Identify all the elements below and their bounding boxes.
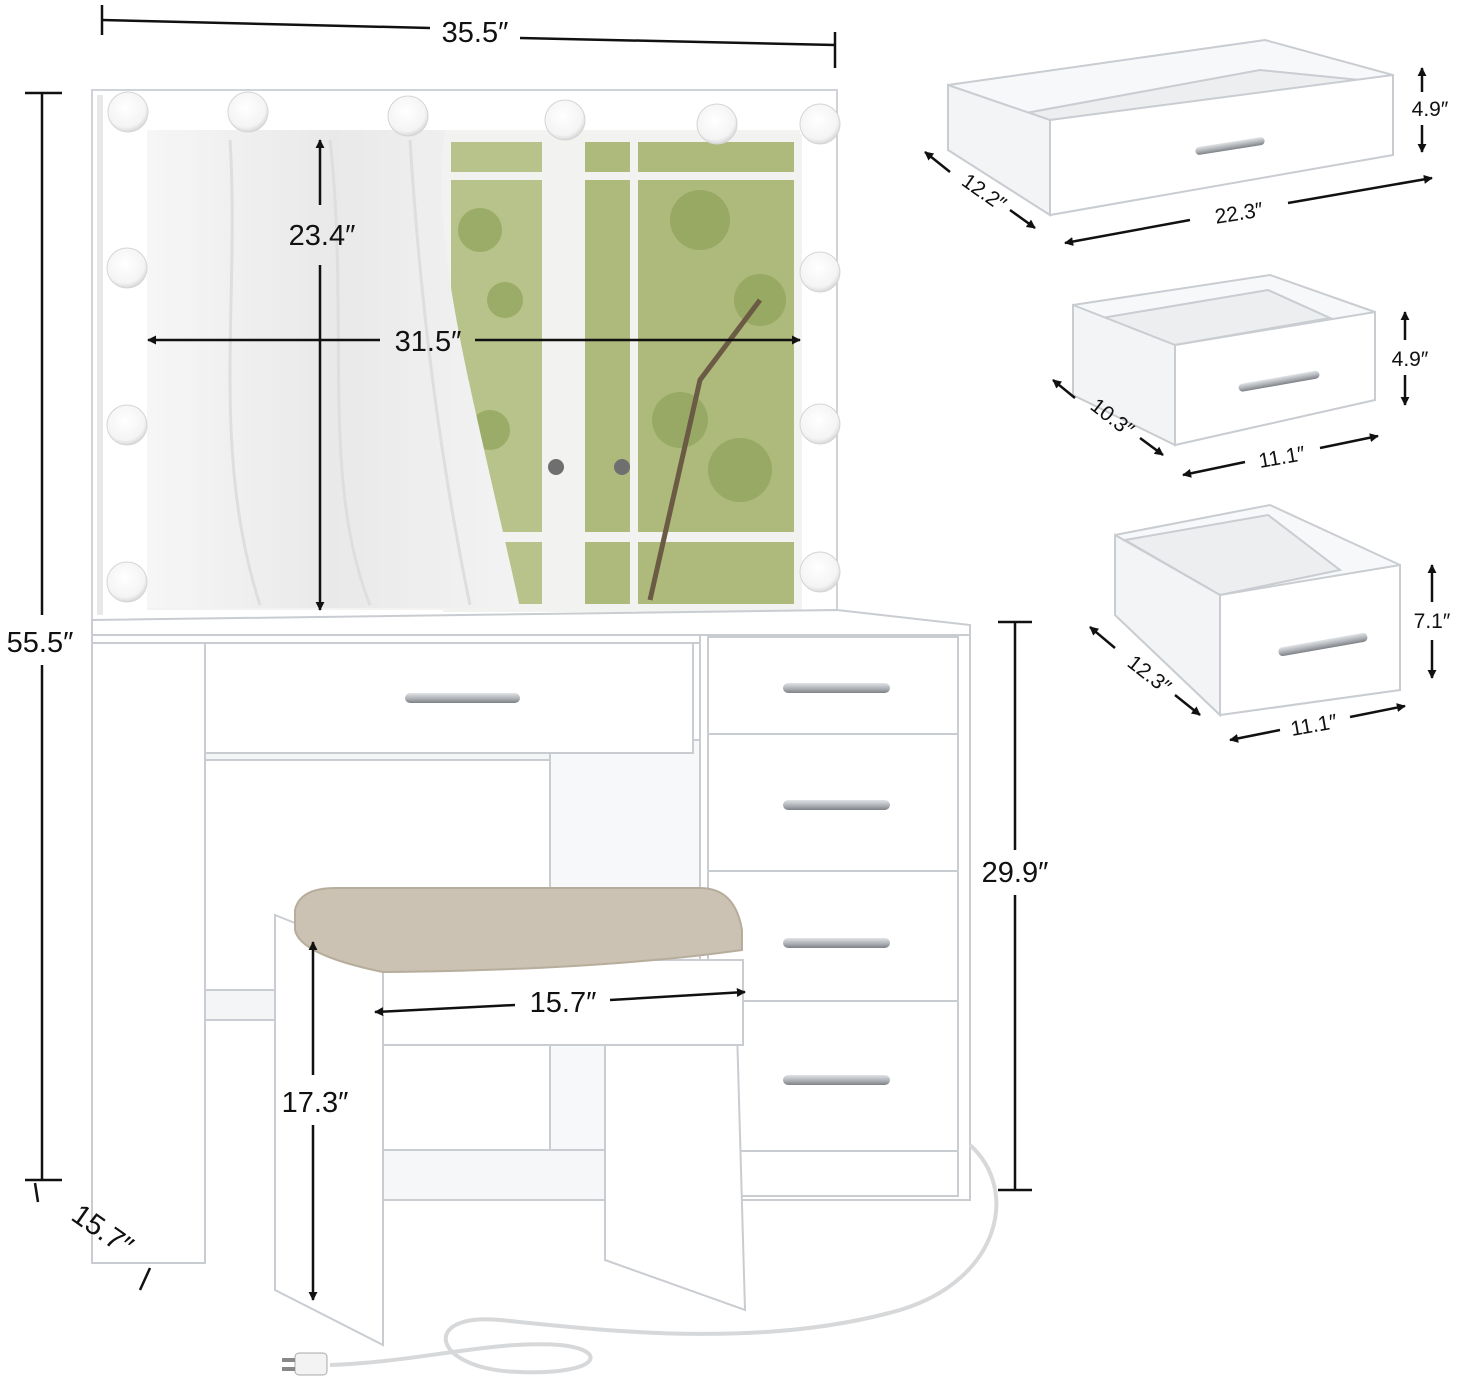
small-drawer-width-label: 11.1″ <box>1257 442 1308 473</box>
stool-cushion <box>294 887 743 974</box>
desk-height-label: 29.9″ <box>982 857 1049 889</box>
power-cord <box>329 1143 999 1375</box>
deep-drawer <box>1114 503 1401 718</box>
stool <box>274 887 747 1347</box>
stool-height-label: 17.3″ <box>282 1087 349 1119</box>
stool-width-label: 15.7″ <box>530 987 597 1019</box>
deep-drawer-width-label: 11.1″ <box>1289 710 1340 741</box>
mirror-height-label: 23.4″ <box>289 220 356 252</box>
wide-drawer-height-label: 4.9″ <box>1412 98 1449 121</box>
small-drawer <box>1072 273 1376 447</box>
overall-height-label: 55.5″ <box>7 627 74 659</box>
mirror <box>91 89 841 621</box>
mirror-bulbs <box>106 91 841 603</box>
dimension-lines <box>25 5 1437 1301</box>
deep-drawer-height-label: 7.1″ <box>1414 610 1451 633</box>
wide-drawer <box>947 38 1394 217</box>
mirror-reflection <box>147 130 802 612</box>
overall-width-label: 35.5″ <box>442 17 509 49</box>
mirror-width-label: 31.5″ <box>395 326 462 358</box>
wide-drawer-width-label: 22.3″ <box>1213 198 1265 228</box>
small-drawer-height-label: 4.9″ <box>1392 348 1429 371</box>
desk-handles <box>405 683 890 1085</box>
power-plug <box>282 1352 328 1376</box>
cabinet-drawer-3 <box>707 870 959 1002</box>
